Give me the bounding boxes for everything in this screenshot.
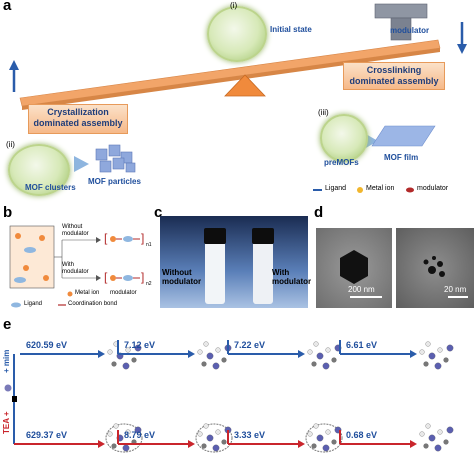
panel-c-label: c	[154, 204, 163, 221]
bottom-energy-2: 3.33 eV	[234, 430, 266, 440]
mof-film	[371, 125, 436, 147]
tem-image-1	[316, 228, 392, 308]
premofs-circle	[320, 114, 368, 162]
tea-label: TEA +	[2, 411, 11, 434]
mof-clusters-circle	[8, 144, 70, 196]
with-modulator-c: With modulator	[272, 268, 312, 286]
mof-film-text: MOF film	[384, 153, 419, 162]
panel-a-label: a	[3, 0, 12, 14]
premofs-text: preMOFs	[324, 158, 359, 167]
legend-metal-text: Metal ion	[366, 185, 395, 192]
n1-subscript: n1	[146, 242, 152, 248]
panel-b: b [ ] [ ] Without modulator With modulat…	[0, 204, 158, 316]
bottom-molecule-2	[307, 423, 342, 452]
top-molecule-2	[307, 341, 342, 370]
top-energy-1: 7.12 eV	[124, 340, 156, 350]
initial-state-text: Initial state	[270, 25, 312, 34]
arrow-clusters-to-particles	[74, 156, 89, 172]
top-energy-2: 7.22 eV	[234, 340, 266, 350]
mim-label: + mim	[2, 349, 11, 373]
svg-text:[: [	[104, 270, 108, 284]
bottom-energy-0: 629.37 eV	[26, 430, 68, 440]
panel-e: e + mim TEA + 620.59 eV 629.37 eV 7.12 eV 8…	[0, 316, 474, 474]
without-modulator-c: Without modulator	[162, 268, 202, 286]
legend-modulator-b: modulator	[110, 290, 137, 296]
top-molecule-1	[197, 341, 232, 370]
panel-a-graphics	[9, 3, 467, 193]
panel-d: d 200 nm 20 nm	[312, 204, 474, 308]
vial-without	[204, 228, 226, 306]
svg-text:]: ]	[141, 270, 144, 284]
panel-e-graphics	[4, 340, 454, 453]
without-modulator-label: Without modulator	[62, 224, 89, 237]
top-energy-3: 6.61 eV	[346, 340, 378, 350]
tem-image-2	[396, 228, 474, 308]
bottom-energy-1: 8.79 eV	[124, 430, 156, 440]
scale-bar-20nm: 20 nm	[444, 285, 467, 294]
label-i: (i)	[230, 1, 238, 10]
legend-ligand-b: Ligand	[24, 301, 43, 307]
svg-text:[: [	[104, 231, 108, 245]
panel-e-label: e	[3, 316, 12, 333]
label-ii: (ii)	[6, 140, 15, 149]
panel-c: c Without modulator With modulator	[154, 204, 312, 308]
with-modulator-label: With modulator	[62, 262, 89, 275]
vial-photo	[160, 216, 308, 308]
panel-a: a (i) Initial state modulator Cros	[0, 0, 474, 200]
fulcrum	[224, 74, 266, 97]
panel-b-label: b	[3, 204, 13, 221]
legend-metal-ion-b: Metal ion	[75, 290, 100, 296]
svg-text:]: ]	[141, 231, 144, 245]
bottom-molecule-3	[419, 423, 454, 452]
bottom-energy-3: 0.68 eV	[346, 430, 378, 440]
top-molecule-3	[419, 341, 454, 370]
legend-modulator-text: modulator	[417, 185, 449, 192]
legend-ligand-text: Ligand	[325, 185, 347, 192]
crosslinking-box: Crosslinking dominated assembly	[343, 62, 445, 90]
scale-bar-200nm: 200 nm	[348, 285, 375, 294]
legend-bond-b: Coordination bond	[68, 301, 118, 307]
crystallization-box: Crystallization dominated assembly	[28, 104, 128, 134]
initial-state-circle	[207, 6, 267, 62]
mof-particles-text: MOF particles	[88, 177, 141, 186]
mof-particles-icon	[95, 144, 136, 173]
modulator-weight	[374, 3, 428, 19]
top-energy-0: 620.59 eV	[26, 340, 68, 350]
mof-clusters-text: MOF clusters	[25, 183, 76, 192]
bottom-molecule-1	[197, 423, 232, 452]
legend-metal-mark	[357, 187, 363, 193]
vial-with	[252, 228, 274, 306]
modulator-text: modulator	[390, 26, 430, 35]
legend-modulator-mark	[406, 187, 414, 193]
n2-subscript: n2	[146, 281, 152, 287]
label-iii: (iii)	[318, 108, 329, 117]
panel-d-label: d	[314, 204, 324, 221]
panel-b-graphics: [ ] [ ]	[9, 225, 144, 308]
